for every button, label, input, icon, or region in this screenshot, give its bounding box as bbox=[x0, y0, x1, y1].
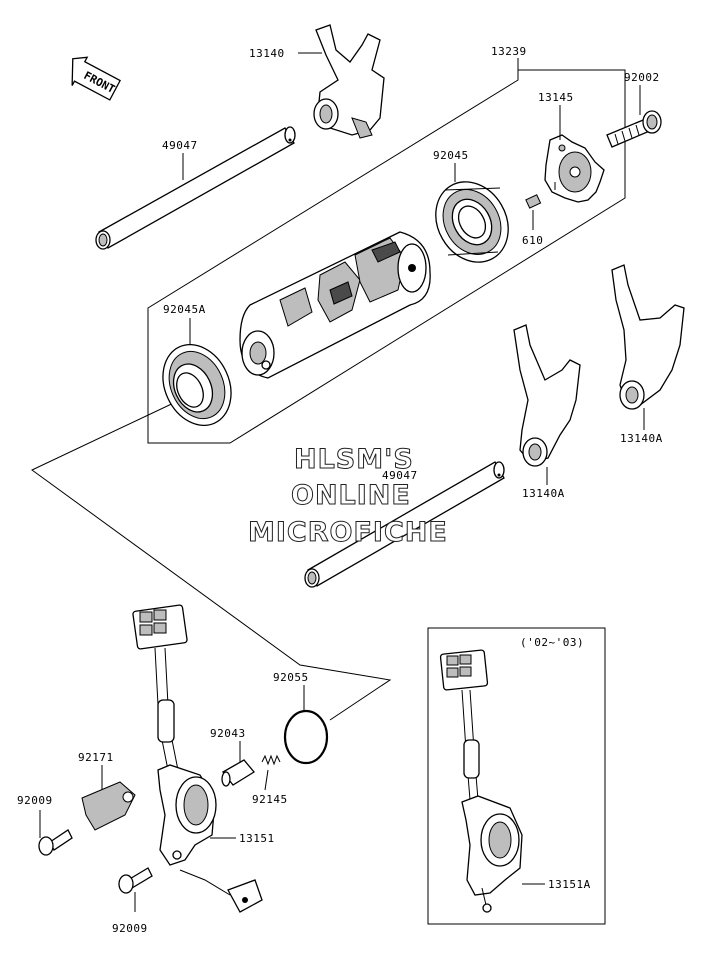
plunger-92043 bbox=[221, 759, 255, 787]
label-13151: 13151 bbox=[239, 832, 275, 845]
label-13140: 13140 bbox=[249, 47, 285, 60]
front-arrow-icon: FRONT bbox=[71, 56, 121, 101]
label-13140a-mid: 13140A bbox=[522, 487, 565, 500]
label-92055: 92055 bbox=[273, 671, 309, 684]
label-year-range: ('02~'03) bbox=[520, 636, 584, 649]
bolt-92002 bbox=[606, 110, 662, 148]
watermark-line-3: MICROFICHE bbox=[248, 517, 448, 548]
label-92009-bottom: 92009 bbox=[112, 922, 148, 935]
label-92045a: 92045A bbox=[163, 303, 206, 316]
cover-92171 bbox=[81, 781, 136, 831]
label-49047-top: 49047 bbox=[162, 139, 198, 152]
label-92009-left: 92009 bbox=[17, 794, 53, 807]
shift-fork-shaft-mid bbox=[304, 461, 505, 588]
o-ring-92055 bbox=[283, 709, 329, 765]
neutral-switch-13151a bbox=[439, 649, 523, 913]
label-92171: 92171 bbox=[78, 751, 114, 764]
label-92045: 92045 bbox=[433, 149, 469, 162]
bearing-92045a bbox=[162, 343, 232, 427]
screw-92009-left bbox=[38, 829, 73, 856]
shift-fork-shaft-top bbox=[95, 126, 296, 250]
label-13151a: 13151A bbox=[548, 878, 591, 891]
watermark-line-2: ONLINE bbox=[291, 480, 411, 511]
leader-lines bbox=[39, 52, 645, 912]
variant-bracket bbox=[427, 627, 606, 925]
watermark-line-1: HLSM'S bbox=[294, 444, 414, 475]
spring-92145 bbox=[261, 754, 281, 766]
label-92043: 92043 bbox=[210, 727, 246, 740]
neutral-switch-13151 bbox=[132, 604, 263, 913]
label-49047-mid: 49047 bbox=[382, 469, 418, 482]
screw-92009-bottom bbox=[118, 867, 153, 894]
shift-fork-13140a-right bbox=[611, 264, 685, 410]
label-92002: 92002 bbox=[624, 71, 660, 84]
label-13145: 13145 bbox=[538, 91, 574, 104]
shift-fork-13140a-mid bbox=[513, 324, 581, 467]
label-610: 610 bbox=[522, 234, 543, 247]
shift-fork-13140 bbox=[313, 24, 385, 139]
pin-610 bbox=[525, 194, 542, 209]
shift-drum bbox=[239, 231, 431, 379]
linking-line bbox=[31, 399, 392, 721]
bearing-92045 bbox=[435, 181, 509, 263]
label-13140a-right: 13140A bbox=[620, 432, 663, 445]
label-13239: 13239 bbox=[491, 45, 527, 58]
watermark: HLSM'S ONLINE MICROFICHE bbox=[248, 444, 448, 549]
label-92145: 92145 bbox=[252, 793, 288, 806]
drum-assembly-bracket bbox=[147, 58, 626, 444]
shift-drum-cam-13145 bbox=[544, 134, 605, 203]
